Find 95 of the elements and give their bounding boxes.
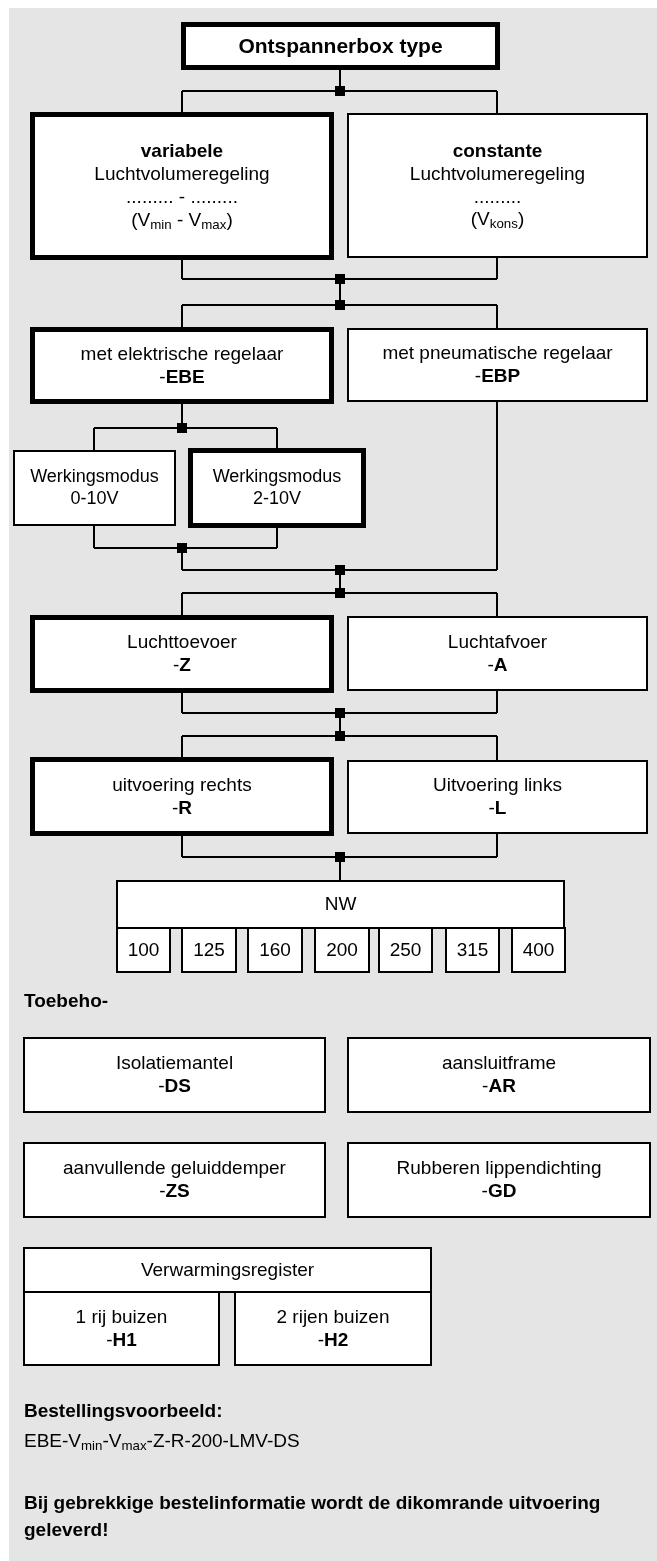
box-text: -L — [488, 797, 507, 820]
box-text: -R — [171, 796, 193, 820]
option-box — [445, 927, 500, 973]
connector-line — [496, 690, 498, 714]
box-text: Uitvoering links — [433, 774, 562, 797]
box-text: ......... — [473, 185, 522, 209]
box-text: Werkingsmodus — [30, 466, 159, 488]
connector-line — [496, 592, 498, 617]
connector-line — [496, 90, 498, 114]
box-text: Luchtafvoer — [447, 630, 548, 654]
box-text: Luchtvolumeregeling — [409, 162, 586, 186]
box-text: variabele — [140, 140, 224, 164]
box-text: 100 — [127, 938, 160, 962]
option-box — [347, 760, 648, 834]
box-text: 200 — [326, 938, 358, 962]
option-box — [23, 1247, 432, 1293]
box-text: aansluitframe — [441, 1052, 557, 1075]
box-text: -AR — [482, 1075, 516, 1098]
box-text: uitvoering rechts — [112, 773, 252, 797]
box-text: met pneumatische regelaar — [382, 342, 613, 365]
box-text: Luchttoevoer — [127, 631, 237, 654]
option-box — [30, 327, 334, 404]
option-box — [30, 112, 334, 260]
connector-line — [181, 90, 183, 113]
connector-line — [93, 525, 95, 549]
box-text: 2 rijen buizen — [276, 1305, 390, 1329]
box-text: -EBP — [474, 365, 521, 388]
option-box — [30, 615, 334, 693]
box-text: Isolatiemantel — [115, 1052, 234, 1075]
connector-line — [276, 527, 278, 549]
connector-line — [496, 401, 498, 571]
option-box — [30, 757, 334, 836]
section-heading: Bestellingsvoorbeeld: — [24, 1399, 224, 1423]
box-text: 400 — [522, 938, 555, 962]
connector-line — [181, 592, 183, 616]
connector-line — [181, 259, 183, 280]
section-heading: Toebeho- — [24, 989, 110, 1013]
box-text: Werkingsmodus — [212, 466, 342, 488]
connector-line — [181, 304, 183, 328]
option-box — [181, 22, 500, 70]
box-text: -EBE — [159, 365, 205, 389]
connector-line — [181, 692, 183, 714]
box-text: 1 rij buizen — [75, 1305, 168, 1329]
box-text: 0-10V — [70, 488, 119, 510]
option-box — [116, 927, 171, 973]
box-text: NW — [324, 893, 357, 916]
option-box — [181, 927, 237, 973]
connector-line — [181, 835, 183, 858]
box-text: (V$_{min}$ - V$_{max}$) — [131, 208, 233, 232]
option-box — [347, 1037, 651, 1113]
box-text: Luchtvolumeregeling — [94, 163, 270, 186]
box-text: Ontspannerbox type — [238, 33, 443, 59]
box-text: -A — [487, 653, 508, 677]
option-box — [13, 450, 176, 526]
box-text: 160 — [259, 938, 291, 962]
box-text: 250 — [389, 938, 422, 962]
option-box — [378, 927, 433, 973]
option-box — [234, 1291, 432, 1366]
box-text: 125 — [193, 938, 225, 962]
box-text: Rubberen lippendichting — [396, 1157, 602, 1180]
box-text: constante — [452, 139, 543, 163]
box-text: (V$_{kons}$) — [470, 208, 525, 232]
option-box — [23, 1142, 326, 1218]
connector-line — [181, 735, 183, 758]
box-text: -ZS — [159, 1180, 190, 1203]
connector-line — [496, 833, 498, 858]
connector-line — [276, 427, 278, 449]
option-box — [347, 1142, 651, 1218]
box-text: -GD — [481, 1180, 517, 1203]
box-text: -DS — [158, 1075, 191, 1098]
note-text: Bij gebrekkige bestelinformatie wordt de dikomrande uitvoering geleverd! — [24, 1491, 602, 1542]
box-text: Verwarmingsregister — [140, 1258, 315, 1282]
option-box — [347, 113, 648, 258]
box-text: met elektrische regelaar — [80, 342, 284, 366]
option-box — [511, 927, 566, 973]
order-example: EBE-V$_{min}$-V$_{max}$-Z-R-200-LMV-DS — [24, 1429, 301, 1455]
connector-line — [496, 257, 498, 280]
option-box — [23, 1291, 220, 1366]
box-text: -H1 — [106, 1328, 137, 1352]
option-box — [23, 1037, 326, 1113]
option-box — [247, 927, 303, 973]
box-text: 315 — [456, 938, 489, 962]
box-text: -H2 — [317, 1328, 349, 1352]
option-box — [347, 328, 648, 402]
option-box — [314, 927, 370, 973]
option-box — [347, 616, 648, 691]
box-text: 2-10V — [252, 488, 301, 510]
connector-line — [496, 735, 498, 761]
option-box — [116, 880, 565, 929]
box-text: -Z — [173, 654, 191, 677]
connector-line — [93, 427, 95, 451]
box-text: aanvullende geluiddemper — [63, 1157, 286, 1180]
box-text: ......... - ......... — [126, 186, 238, 209]
option-box — [188, 448, 366, 528]
connector-line — [496, 304, 498, 329]
